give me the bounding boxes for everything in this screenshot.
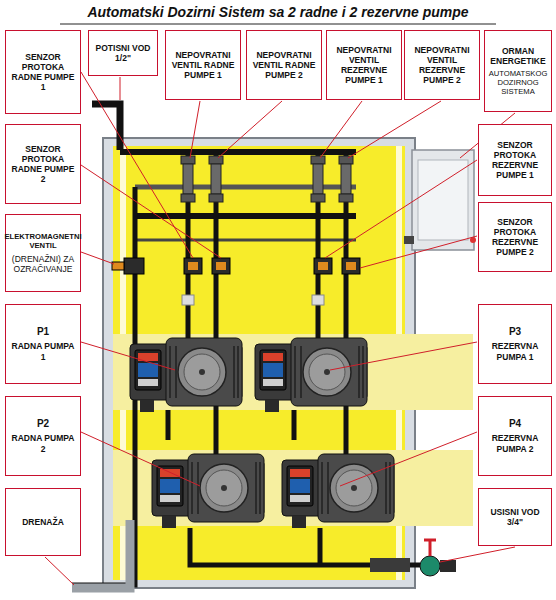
callout-text: ORMAN ENERGETIKE: [488, 46, 548, 66]
callout-box: SENZOR PROTOKA REZERVNE PUMPE 1: [478, 124, 552, 196]
diagram-title: Automatski Dozirni Sistem sa 2 radne i 2…: [0, 4, 556, 20]
callout-text: SENZOR PROTOKA REZERVNE PUMPE 1: [482, 140, 548, 181]
callout-text: RADNA PUMPA 1: [9, 341, 77, 361]
callout-text: P2: [37, 418, 49, 430]
callout-text: (DRENAŽNI) ZA OZRAČIVANJE: [9, 254, 77, 274]
callout-box: SENZOR PROTOKA RADNE PUMPE 1: [5, 30, 81, 114]
callout-box: P4REZERVNA PUMPA 2: [478, 396, 552, 476]
callout-text: SENZOR PROTOKA RADNE PUMPE 1: [9, 52, 77, 93]
callout-text: POTISNI VOD 1/2": [92, 43, 154, 63]
callout-text: ELEKTROMAGNETNI VENTIL: [4, 232, 81, 250]
callout-box: P1RADNA PUMPA 1: [5, 304, 81, 384]
callout-text: SENZOR PROTOKA RADNE PUMPE 2: [9, 144, 77, 185]
callout-text: NEPOVRATNI VENTIL RADNE PUMPE 2: [250, 50, 318, 81]
callout-text: REZERVNA PUMPA 2: [482, 433, 548, 453]
callout-box: NEPOVRATNI VENTIL RADNE PUMPE 1: [165, 30, 241, 100]
callout-text: USISNI VOD 3/4": [482, 507, 548, 527]
callout-box: DRENAŽA: [5, 488, 81, 556]
callout-text: P1: [37, 326, 49, 338]
callout-box: ELEKTROMAGNETNI VENTIL (DRENAŽNI) ZA OZRA…: [5, 214, 81, 292]
callout-text: REZERVNA PUMPA 1: [482, 341, 548, 361]
callout-text: NEPOVRATNI VENTIL RADNE PUMPE 1: [169, 50, 237, 81]
callout-text: NEPOVRATNI VENTIL REZERVNE PUMPE 2: [408, 45, 476, 86]
callout-box: P2RADNA PUMPA 2: [5, 396, 81, 476]
callout-box: NEPOVRATNI VENTIL REZERVNE PUMPE 1: [326, 30, 402, 100]
callout-text: NEPOVRATNI VENTIL REZERVNE PUMPE 1: [330, 45, 398, 86]
callout-text: SENZOR PROTOKA REZERVNE PUMPE 2: [482, 217, 548, 258]
callout-box: P3REZERVNA PUMPA 1: [478, 304, 552, 384]
callout-box: USISNI VOD 3/4": [478, 488, 552, 546]
callout-box: ORMAN ENERGETIKE AUTOMATSKOG DOZIRNOG SIS…: [484, 30, 552, 112]
callout-text: P3: [509, 326, 521, 338]
callout-box: NEPOVRATNI VENTIL RADNE PUMPE 2: [246, 30, 322, 100]
callout-text: AUTOMATSKOG DOZIRNOG SISTEMA: [488, 69, 548, 97]
callout-box: SENZOR PROTOKA REZERVNE PUMPE 2: [478, 202, 552, 272]
callout-text: RADNA PUMPA 2: [9, 433, 77, 453]
callout-box: SENZOR PROTOKA RADNE PUMPE 2: [5, 124, 81, 204]
callout-box: NEPOVRATNI VENTIL REZERVNE PUMPE 2: [404, 30, 480, 100]
callout-text: P4: [509, 418, 521, 430]
callout-text: DRENAŽA: [22, 517, 64, 527]
callout-box: POTISNI VOD 1/2": [88, 30, 158, 76]
